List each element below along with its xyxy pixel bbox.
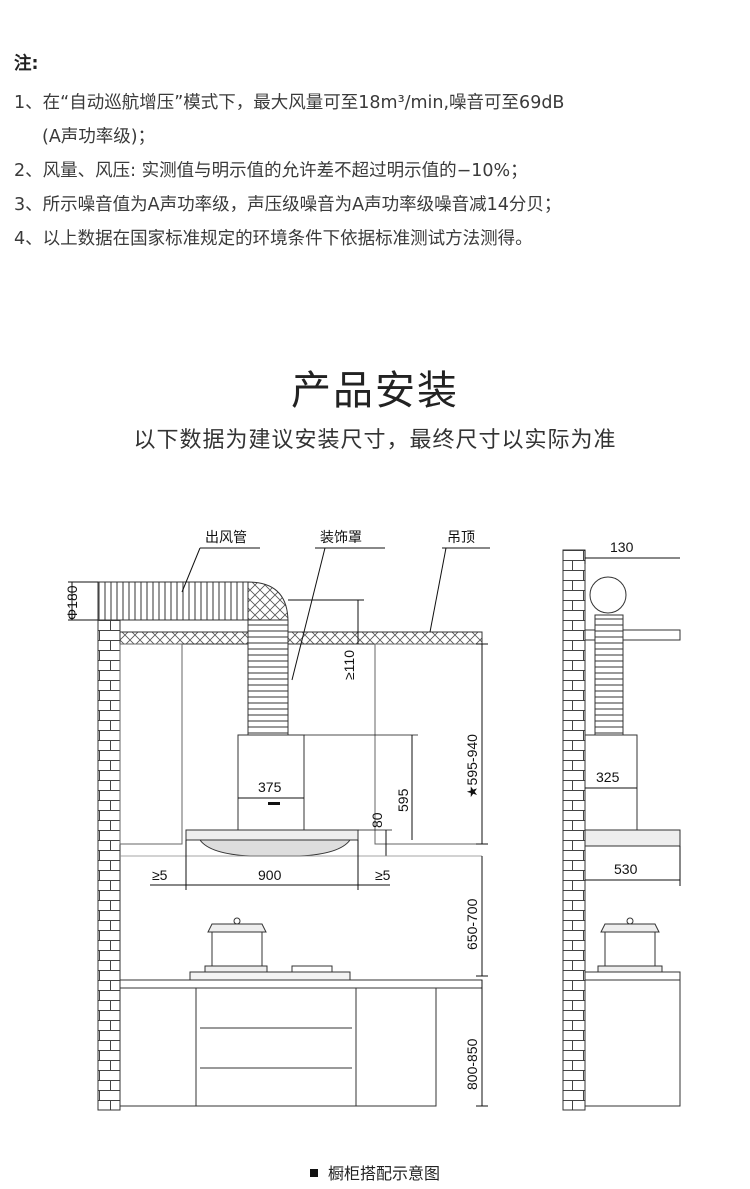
side-duct-circle (589, 576, 627, 614)
dim-375: 375 (258, 779, 282, 795)
duct-elbow (247, 581, 289, 623)
dim-ge5-right: ≥5 (375, 867, 391, 883)
dim-800-850: 800-850 (464, 1038, 480, 1090)
dim-phi180: Φ180 (64, 585, 80, 620)
note-item-2: 2、风量、风压: 实测值与明示值的允许差不超过明示值的−10%； (14, 161, 528, 181)
duct-horizontal (97, 581, 249, 621)
dim-130: 130 (610, 539, 634, 555)
caption-text: 橱柜搭配示意图 (327, 1164, 440, 1183)
hood-logo (268, 802, 280, 805)
dim-530: 530 (614, 861, 638, 877)
cooking-pot (204, 917, 268, 973)
cooktop (189, 971, 351, 981)
dim-900: 900 (258, 867, 282, 883)
dim-650-700: 650-700 (464, 898, 480, 950)
notes-section: 注: 1、在“自动巡航增压”模式下，最大风量可至18m³/min,噪音可至69d… (14, 50, 734, 256)
hood-chimney (237, 734, 305, 831)
dim-325: 325 (596, 769, 620, 785)
dim-80: 80 (369, 812, 385, 828)
note-item-1: 1、在“自动巡航增压”模式下，最大风量可至18m³/min,噪音可至69dB (14, 93, 565, 113)
countertop (119, 979, 483, 989)
label-duct: 出风管 (205, 529, 247, 545)
label-ceiling: 吊顶 (447, 529, 475, 545)
dim-595-940: ★595-940 (464, 734, 480, 798)
side-base-cabinet (584, 979, 681, 1107)
section-subtitle: 以下数据为建议安装尺寸，最终尺寸以实际为准 (133, 428, 617, 453)
dim-110: ≥110 (341, 650, 357, 680)
side-view: 130 325 530 (562, 539, 681, 1111)
hood-panel (199, 839, 351, 857)
side-cooking-pot (597, 917, 663, 973)
side-hood (584, 829, 681, 847)
caption-bullet-icon (309, 1168, 318, 1177)
side-brick-wall (562, 549, 586, 1111)
note-item-1-cont: (A声功率级)； (42, 127, 156, 147)
base-cabinet (119, 987, 437, 1107)
side-duct-vertical (594, 614, 624, 736)
brick-wall (97, 581, 121, 1111)
front-view: Φ180 出风管 装饰罩 吊顶 ≥110 ★595-940 375 595 80 (64, 529, 490, 1111)
dim-595: 595 (395, 788, 411, 812)
side-chimney (584, 734, 638, 831)
upper-cabinet-left (119, 643, 183, 845)
hood-canopy (185, 829, 359, 841)
duct-vertical (247, 619, 289, 736)
dim-ge5-left: ≥5 (152, 867, 168, 883)
notes-title: 注: (14, 54, 39, 74)
label-cover: 装饰罩 (320, 529, 362, 545)
installation-diagram: Φ180 出风管 装饰罩 吊顶 ≥110 ★595-940 375 595 80 (64, 529, 681, 1111)
section-title: 产品安装 (291, 368, 459, 414)
note-item-4: 4、以上数据在国家标准规定的环境条件下依据标准测试方法测得。 (14, 229, 533, 249)
diagram-caption: 橱柜搭配示意图 (0, 1160, 750, 1184)
note-item-3: 3、所示噪音值为A声功率级，声压级噪音为A声功率级噪音减14分贝； (14, 195, 562, 215)
